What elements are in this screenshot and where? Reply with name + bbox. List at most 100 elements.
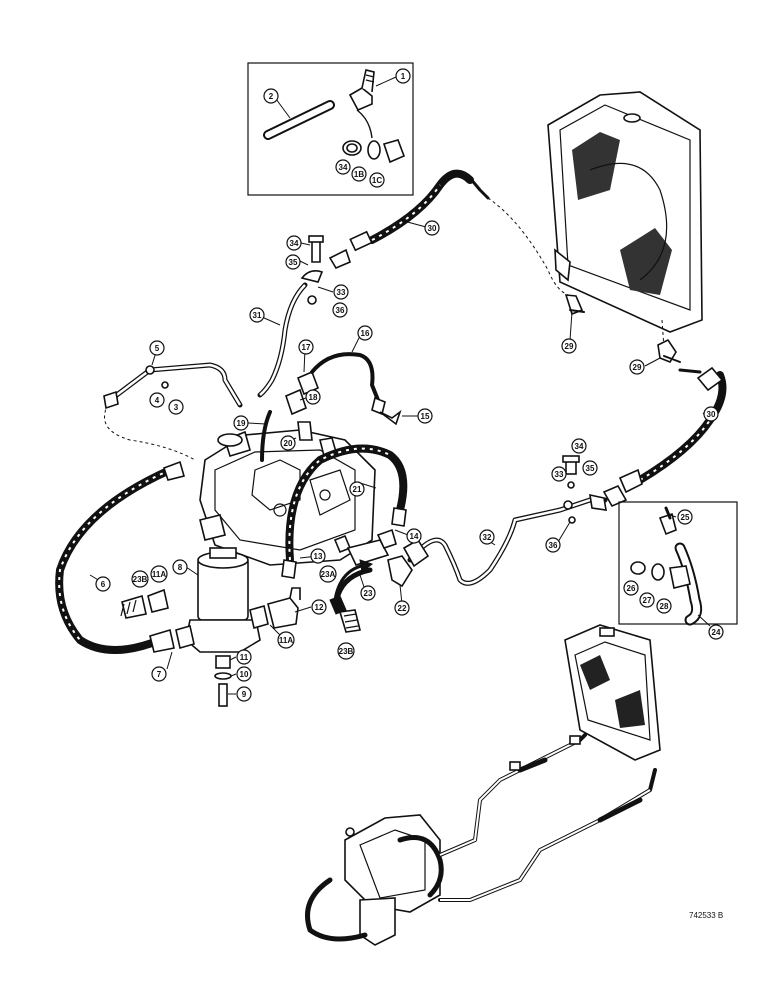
- svg-text:15: 15: [421, 412, 430, 421]
- pump-assembly-lower: [305, 814, 444, 946]
- callout-27: 27: [639, 592, 655, 608]
- svg-text:4: 4: [155, 396, 160, 405]
- svg-text:1: 1: [401, 72, 406, 81]
- fittings-23b-11a-left: [120, 588, 169, 619]
- callout-34: 34: [286, 235, 302, 251]
- svg-text:7: 7: [157, 670, 162, 679]
- callout-22: 22: [394, 600, 410, 616]
- tube-32: [402, 484, 628, 586]
- callout-36: 36: [545, 537, 561, 553]
- svg-text:27: 27: [643, 596, 652, 605]
- svg-text:3: 3: [174, 403, 179, 412]
- svg-text:28: 28: [660, 602, 669, 611]
- callout-15: 15: [417, 408, 433, 424]
- svg-text:5: 5: [155, 344, 160, 353]
- callout-14: 14: [406, 528, 422, 544]
- svg-text:35: 35: [586, 464, 595, 473]
- callout-34: 34: [335, 159, 351, 175]
- callout-11: 11: [236, 649, 252, 665]
- callout-33: 33: [551, 466, 567, 482]
- svg-text:23B: 23B: [133, 575, 148, 584]
- svg-text:14: 14: [410, 532, 419, 541]
- callouts: 1 2 34 1B 1C 30 34 35 33 36 31 29 29 5 4…: [95, 68, 724, 702]
- callout-32: 32: [479, 529, 495, 545]
- svg-text:9: 9: [242, 690, 247, 699]
- callout-23b: 23B: [131, 570, 149, 588]
- svg-text:34: 34: [339, 163, 348, 172]
- svg-text:10: 10: [240, 670, 249, 679]
- callout-35: 35: [582, 460, 598, 476]
- svg-text:29: 29: [565, 342, 574, 351]
- fittings-11a-12: [249, 587, 301, 630]
- callout-5: 5: [149, 340, 165, 356]
- callout-4: 4: [149, 392, 165, 408]
- svg-text:23A: 23A: [321, 570, 336, 579]
- svg-text:8: 8: [178, 563, 183, 572]
- clamp-bolt-upper: [300, 235, 324, 305]
- svg-text:19: 19: [237, 419, 246, 428]
- hose-30-lower: [618, 366, 727, 494]
- callout-25: 25: [677, 509, 693, 525]
- callout-8: 8: [172, 559, 188, 575]
- hose-6: [55, 460, 185, 654]
- callout-11a: 11A: [277, 631, 295, 649]
- callout-28: 28: [656, 598, 672, 614]
- callout-18: 18: [305, 389, 321, 405]
- radiator-lower: [564, 624, 661, 761]
- callout-6: 6: [95, 576, 111, 592]
- callout-2: 2: [263, 88, 279, 104]
- svg-text:22: 22: [398, 604, 407, 613]
- svg-text:36: 36: [336, 306, 345, 315]
- callout-33: 33: [333, 284, 349, 300]
- svg-text:32: 32: [483, 533, 492, 542]
- callout-17: 17: [298, 339, 314, 355]
- tube-5: [103, 362, 243, 410]
- callout-3: 3: [168, 399, 184, 415]
- callout-29: 29: [629, 359, 645, 375]
- inset-box-elbow-fitting-lower: [618, 501, 738, 626]
- fittings-22-23: [329, 528, 413, 633]
- svg-text:35: 35: [289, 258, 298, 267]
- callout-9: 9: [236, 686, 252, 702]
- svg-text:34: 34: [575, 442, 584, 451]
- svg-text:24: 24: [712, 628, 721, 637]
- svg-text:16: 16: [361, 329, 370, 338]
- callout-11a: 11A: [150, 565, 168, 583]
- elbow-fitting-29-lower: [657, 338, 681, 363]
- svg-text:33: 33: [555, 470, 564, 479]
- svg-text:12: 12: [315, 603, 324, 612]
- svg-text:17: 17: [302, 343, 311, 352]
- callout-30: 30: [424, 220, 440, 236]
- callout-29: 29: [561, 338, 577, 354]
- svg-text:23: 23: [364, 589, 373, 598]
- lower-tube-routing: [438, 733, 657, 902]
- drawing-code: 742533 B: [689, 911, 723, 920]
- fittings-pump-top: [260, 352, 402, 462]
- callout-34: 34: [571, 438, 587, 454]
- callout-23: 23: [360, 585, 376, 601]
- radiator-upper: [547, 91, 703, 333]
- svg-text:20: 20: [284, 439, 293, 448]
- svg-text:11A: 11A: [152, 570, 166, 579]
- callout-30: 30: [703, 406, 719, 422]
- hose-30-upper: [328, 169, 490, 270]
- callout-13: 13: [310, 548, 326, 564]
- callout-35: 35: [285, 254, 301, 270]
- svg-text:13: 13: [314, 552, 323, 561]
- svg-text:11A: 11A: [279, 636, 293, 645]
- callout-23b: 23B: [337, 642, 355, 660]
- svg-text:23B: 23B: [339, 647, 354, 656]
- svg-text:1C: 1C: [372, 176, 382, 185]
- hose-21: [281, 444, 408, 579]
- svg-text:31: 31: [253, 311, 262, 320]
- svg-text:29: 29: [633, 363, 642, 372]
- elbow-fitting-29-upper: [564, 294, 585, 316]
- oil-filter-8: [175, 547, 261, 707]
- callout-7: 7: [151, 666, 167, 682]
- hydraulic-pump-body: [199, 429, 376, 566]
- callout-19: 19: [233, 415, 249, 431]
- svg-text:34: 34: [290, 239, 299, 248]
- callout-21: 21: [349, 481, 365, 497]
- tube-31: [257, 282, 308, 398]
- svg-text:21: 21: [353, 485, 362, 494]
